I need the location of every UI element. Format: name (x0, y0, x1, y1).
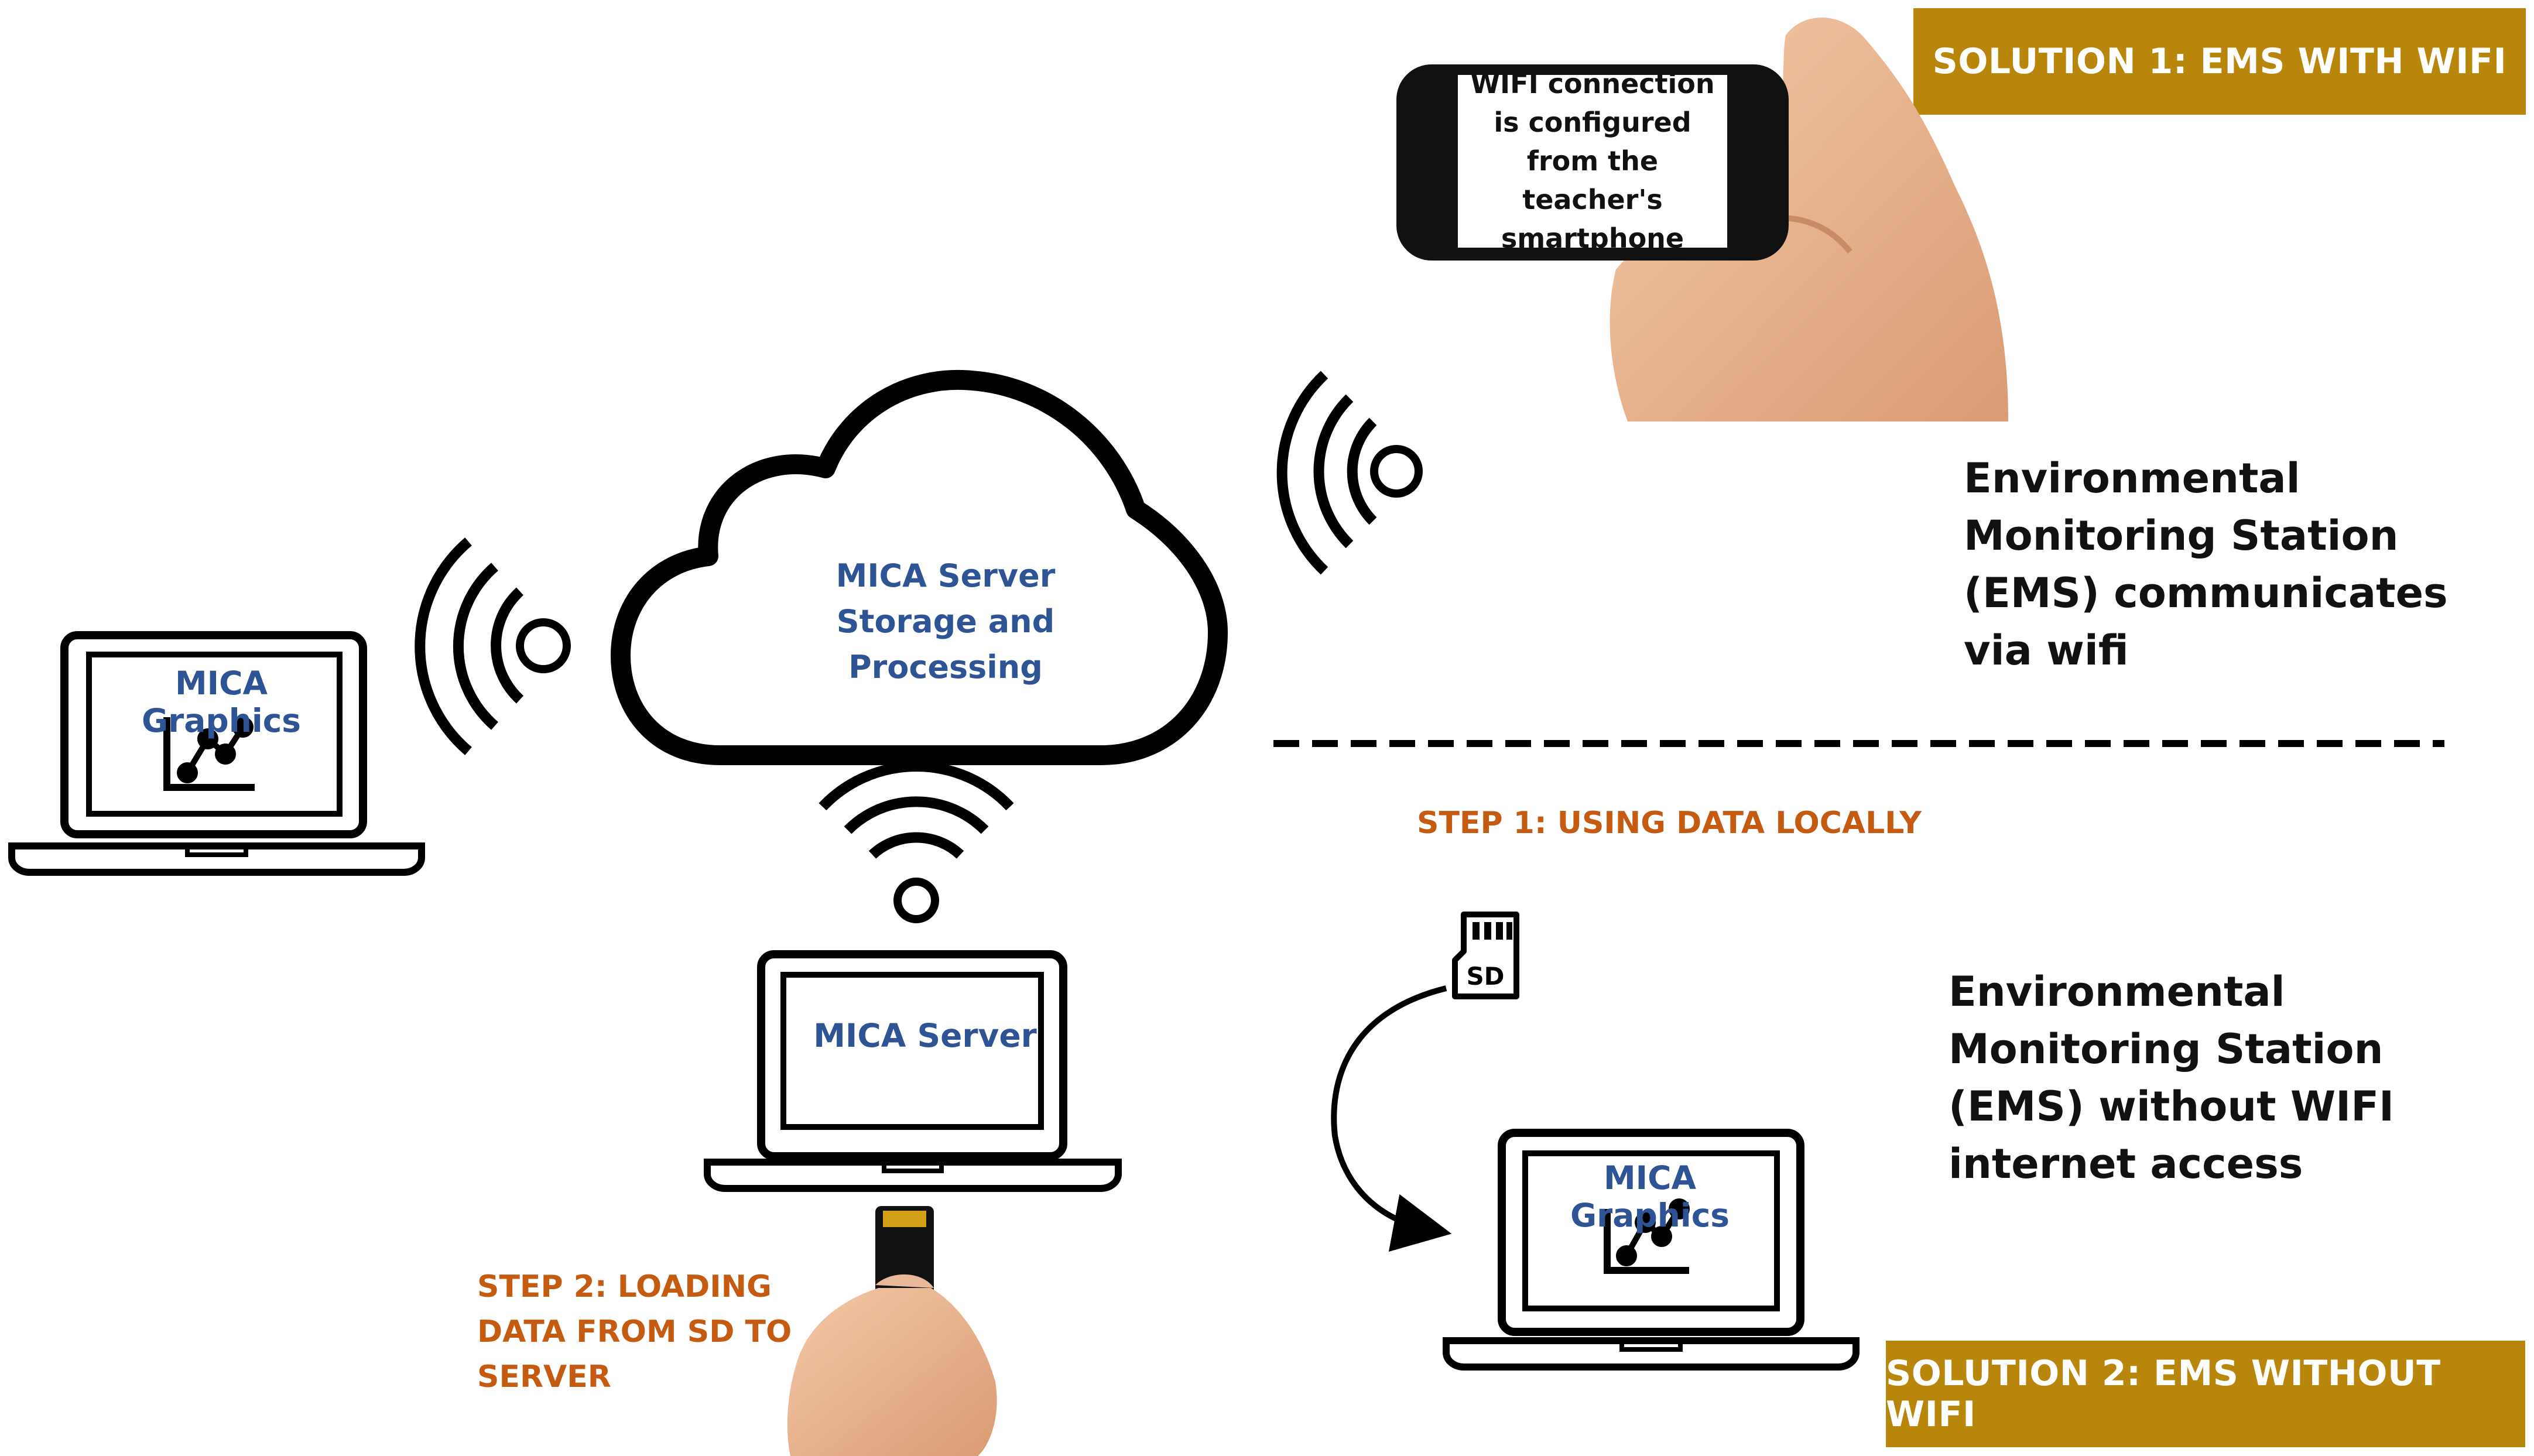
solution-1-badge: SOLUTION 1: EMS WITH WIFI (1932, 41, 2507, 82)
server-laptop-label: MICA Server (813, 1017, 1037, 1054)
smartphone-icon (1396, 64, 1789, 261)
sd-card-label: SD (1466, 962, 1504, 991)
ems-wifi-description: Environmental Monitoring Station (EMS) c… (1964, 454, 2448, 674)
step-2-label: STEP 2: LOADING DATA FROM SD TO SERVER (477, 1269, 792, 1395)
chart-icon (1604, 1198, 1690, 1274)
wifi-icon (415, 537, 571, 755)
left-laptop-label: MICA Graphics (141, 664, 302, 739)
solution-2-badge-bg (1886, 1341, 2525, 1447)
solution-2-badge: SOLUTION 2: EMS WITHOUT WIFI (1886, 1353, 2441, 1435)
ems-no-wifi-description: Environmental Monitoring Station (EMS) w… (1949, 968, 2395, 1188)
solution-1-badge-bg (1913, 8, 2526, 115)
step-1-label: STEP 1: USING DATA LOCALLY (1417, 806, 1922, 841)
hand-icon (787, 1206, 997, 1456)
laptop-icon (1443, 1129, 1860, 1371)
phone-screen-text: WIFI connection is configured from the t… (1470, 68, 1715, 254)
cloud-icon (611, 369, 1228, 765)
local-laptop-label: MICA Graphics (1570, 1159, 1730, 1234)
chart-icon (163, 717, 255, 791)
curved-arrow-icon (1331, 985, 1452, 1252)
laptop-icon (704, 950, 1122, 1192)
wifi-icon (1276, 371, 1423, 575)
wifi-icon (819, 761, 1014, 923)
cloud-label: MICA Server Storage and Processing (835, 557, 1056, 686)
sd-card-icon: SD (1452, 912, 1519, 999)
